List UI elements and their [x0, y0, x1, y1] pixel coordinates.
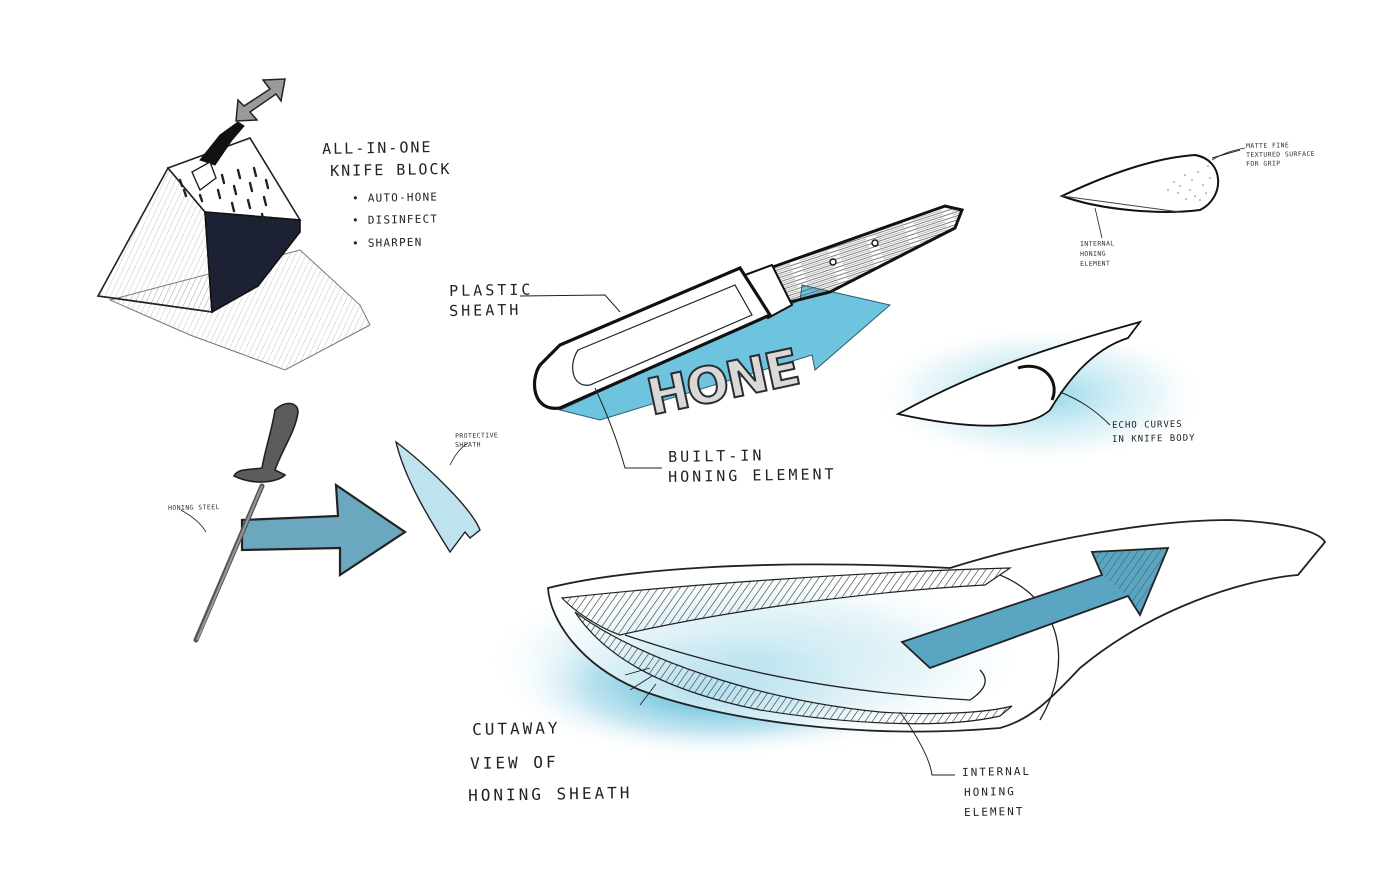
plastic-sheath [532, 265, 773, 410]
cutaway-internal-line3: ELEMENT [964, 804, 1025, 819]
steel-arrow [240, 482, 407, 578]
echo-curves-sketch [870, 320, 1210, 465]
block-shadow [108, 249, 371, 371]
grip-surface-line3: FOR GRIP [1246, 159, 1281, 168]
builtin-label-line2: HONING ELEMENT [668, 465, 837, 486]
protective-sheath-line1: PROTECTIVE [455, 431, 499, 440]
feature-auto-hone: AUTO-HONE [352, 190, 439, 205]
cutaway-title-line3: HONING SHEATH [468, 783, 633, 805]
steel-handle [232, 402, 299, 483]
block-knife-handle [199, 121, 245, 166]
knife-block-title-line2: KNIFE BLOCK [330, 159, 452, 180]
knife-block-title-line1: ALL-IN-ONE [322, 138, 433, 158]
honing-steel-label: HONING STEEL [168, 503, 220, 512]
builtin-label-line1: BUILT-IN [668, 446, 765, 466]
block-knife-bolster [191, 160, 217, 192]
grip-surface-line1: MATTE FINE [1246, 141, 1290, 150]
grip-internal-line3: ELEMENT [1080, 259, 1111, 268]
knife-slots [178, 166, 270, 227]
feature-sharpen: SHARPEN [352, 236, 423, 250]
plastic-sheath-label-line2: SHEATH [449, 300, 522, 320]
feature-disinfect: DISINFECT [352, 212, 439, 227]
plastic-sheath-label-line1: PLASTIC [449, 280, 534, 300]
grip-surface-line2: TEXTURED SURFACE [1246, 149, 1316, 159]
double-arrow-icon [235, 78, 286, 122]
grip-texture-dots [1167, 165, 1211, 201]
sheath-knife-sketch [532, 204, 965, 421]
protective-sheath-line2: SHEATH [455, 440, 482, 449]
echo-curves-line1: ECHO CURVES [1112, 419, 1183, 431]
cutaway-title-line2: VIEW OF [470, 752, 559, 773]
honing-steel-sketch [180, 402, 407, 643]
cutaway-internal-line1: INTERNAL [962, 764, 1032, 779]
grip-internal-line1: INTERNAL [1080, 239, 1115, 248]
protective-sheath-sketch [394, 440, 481, 554]
annotation-leaders [519, 149, 1241, 469]
cutaway-internal-line2: HONING [964, 785, 1016, 799]
knife-block-sketch [96, 78, 371, 371]
grip-internal-line2: HONING [1080, 249, 1107, 258]
knife-handle [767, 204, 965, 304]
grip-shape-sketch [1059, 147, 1246, 239]
echo-curves-line2: IN KNIFE BODY [1112, 433, 1196, 445]
block-side-face [204, 211, 301, 314]
cutaway-sheath-sketch [480, 519, 1327, 776]
cutaway-title-line1: CUTAWAY [472, 718, 561, 739]
